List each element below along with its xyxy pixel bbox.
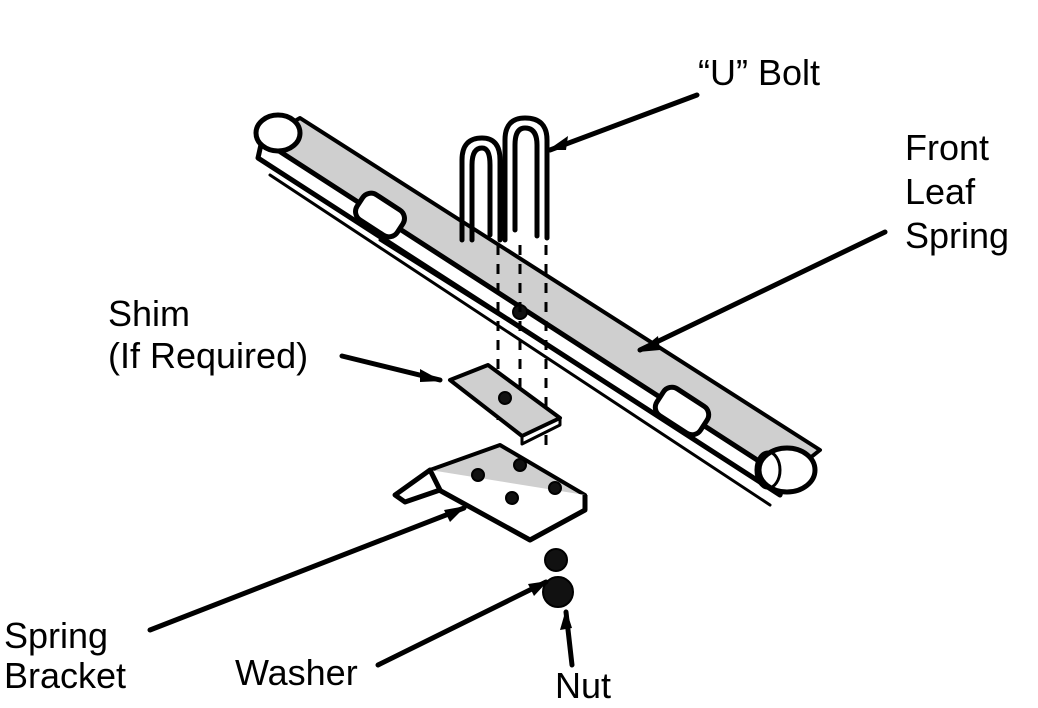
spring-eye-front-hole [754, 450, 782, 490]
shim-edge [520, 416, 562, 446]
u-bolt-rear-loop [459, 135, 503, 243]
washer [544, 548, 568, 572]
leader-washer [375, 579, 549, 668]
shim [448, 363, 562, 446]
label-u-bolt: “U” Bolt [698, 52, 821, 93]
arrowhead-washer [528, 581, 548, 596]
bracket-hole-1 [471, 468, 485, 482]
bracket-tab [392, 467, 443, 505]
spring-eye-front [756, 445, 818, 495]
arrowhead-nut [560, 609, 572, 630]
label-front-leaf-spring-line1: Front [905, 127, 990, 168]
label-shim-line1: Shim [108, 293, 191, 334]
label-nut: Nut [555, 665, 612, 706]
spring-leaf-second-plate [378, 238, 652, 412]
bracket-hole-4 [548, 481, 562, 495]
u-bolt-front-loop [502, 115, 550, 243]
label-spring-bracket-line2: Bracket [4, 655, 127, 696]
u-bolt-rear-inner [469, 145, 493, 243]
bracket-hole-2 [513, 458, 527, 472]
spring-clamp-rear [353, 190, 407, 240]
u-bolt-front-inner [512, 125, 540, 239]
arrowhead-shim [420, 369, 442, 382]
leader-lines [147, 92, 888, 668]
leader-u-bolt [547, 92, 700, 153]
bracket-hole-3 [505, 491, 519, 505]
front-leaf-spring [253, 112, 822, 507]
leader-spring-bracket [147, 505, 467, 633]
label-front-leaf-spring-line3: Spring [905, 215, 1010, 256]
label-spring-bracket-line1: Spring [4, 615, 109, 656]
shim-hole [498, 391, 512, 405]
label-front-leaf-spring-line2: Leaf [905, 171, 976, 212]
arrowhead-u-bolt [548, 136, 568, 150]
spring-bracket [392, 443, 588, 543]
arrowhead-spring-bracket [444, 506, 466, 522]
label-shim-line2: (If Required) [108, 335, 309, 376]
arrowhead-front-leaf-spring [638, 336, 660, 352]
spring-clamp-front [652, 384, 712, 438]
spring-eye-rear [253, 112, 303, 154]
nut [542, 576, 574, 608]
leader-front-leaf-spring [637, 229, 888, 353]
label-washer: Washer [235, 652, 358, 693]
